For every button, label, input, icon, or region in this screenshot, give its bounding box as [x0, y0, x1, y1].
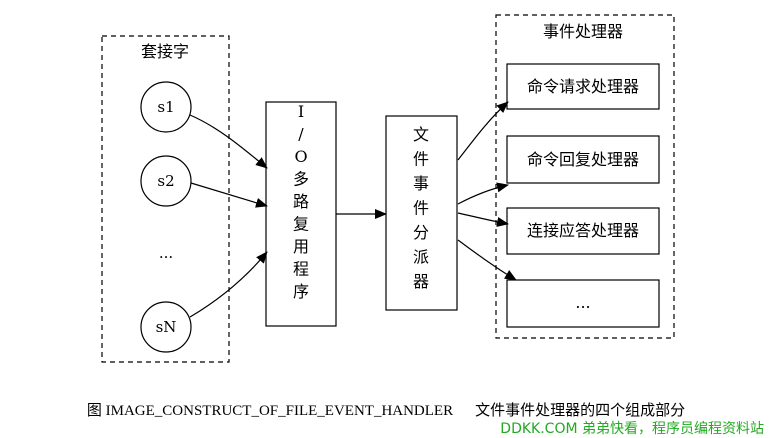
- handler-box-command-reply: [506, 135, 660, 184]
- handler-group-label: 事件处理器: [543, 22, 623, 41]
- handler-label-other: ...: [575, 293, 590, 312]
- handler-box-command-request: [506, 63, 660, 110]
- handler-label-command-request: 命令请求处理器: [527, 77, 639, 96]
- arrow-s1-to-io: [189, 114, 268, 169]
- socket-label-s2: s2: [157, 172, 174, 190]
- arrow-dispatcher-to-other: [457, 239, 517, 281]
- handler-label-command-reply: 命令回复处理器: [527, 150, 639, 169]
- socket-group-label: 套接字: [141, 42, 189, 61]
- socket-node-sn: [140, 301, 192, 353]
- dispatcher-label: 文件事件分派器: [413, 125, 429, 291]
- arrow-dispatcher-to-command-request: [457, 101, 509, 161]
- figure-id: 图 IMAGE_CONSTRUCT_OF_FILE_EVENT_HANDLER: [86, 403, 454, 419]
- watermark-tagline: 弟弟快看，程序员编程资料站: [582, 421, 764, 437]
- arrow-s2-to-io: [190, 182, 268, 208]
- watermark: DDKK.COM 弟弟快看，程序员编程资料站: [500, 418, 764, 438]
- arrow-dispatcher-to-connection-accept: [457, 212, 509, 227]
- handler-group-box: [495, 14, 675, 339]
- socket-label-s1: s1: [157, 98, 174, 116]
- figure-title: 文件事件处理器的四个组成部分: [475, 403, 686, 419]
- arrow-sn-to-io: [189, 251, 268, 318]
- socket-label-sn: sN: [156, 318, 177, 336]
- socket-node-s1: [140, 81, 192, 133]
- socket-group-box: [101, 35, 230, 363]
- handler-box-connection-accept: [506, 207, 660, 255]
- handler-box-other: [506, 279, 660, 328]
- watermark-site: DDKK.COM: [500, 421, 578, 437]
- handler-label-connection-accept: 连接应答处理器: [527, 221, 639, 240]
- arrow-dispatcher-to-command-reply: [457, 182, 509, 205]
- socket-ellipsis: ...: [159, 244, 173, 262]
- figure-caption: 图 IMAGE_CONSTRUCT_OF_FILE_EVENT_HANDLER 文…: [0, 399, 772, 420]
- socket-node-s2: [140, 155, 192, 207]
